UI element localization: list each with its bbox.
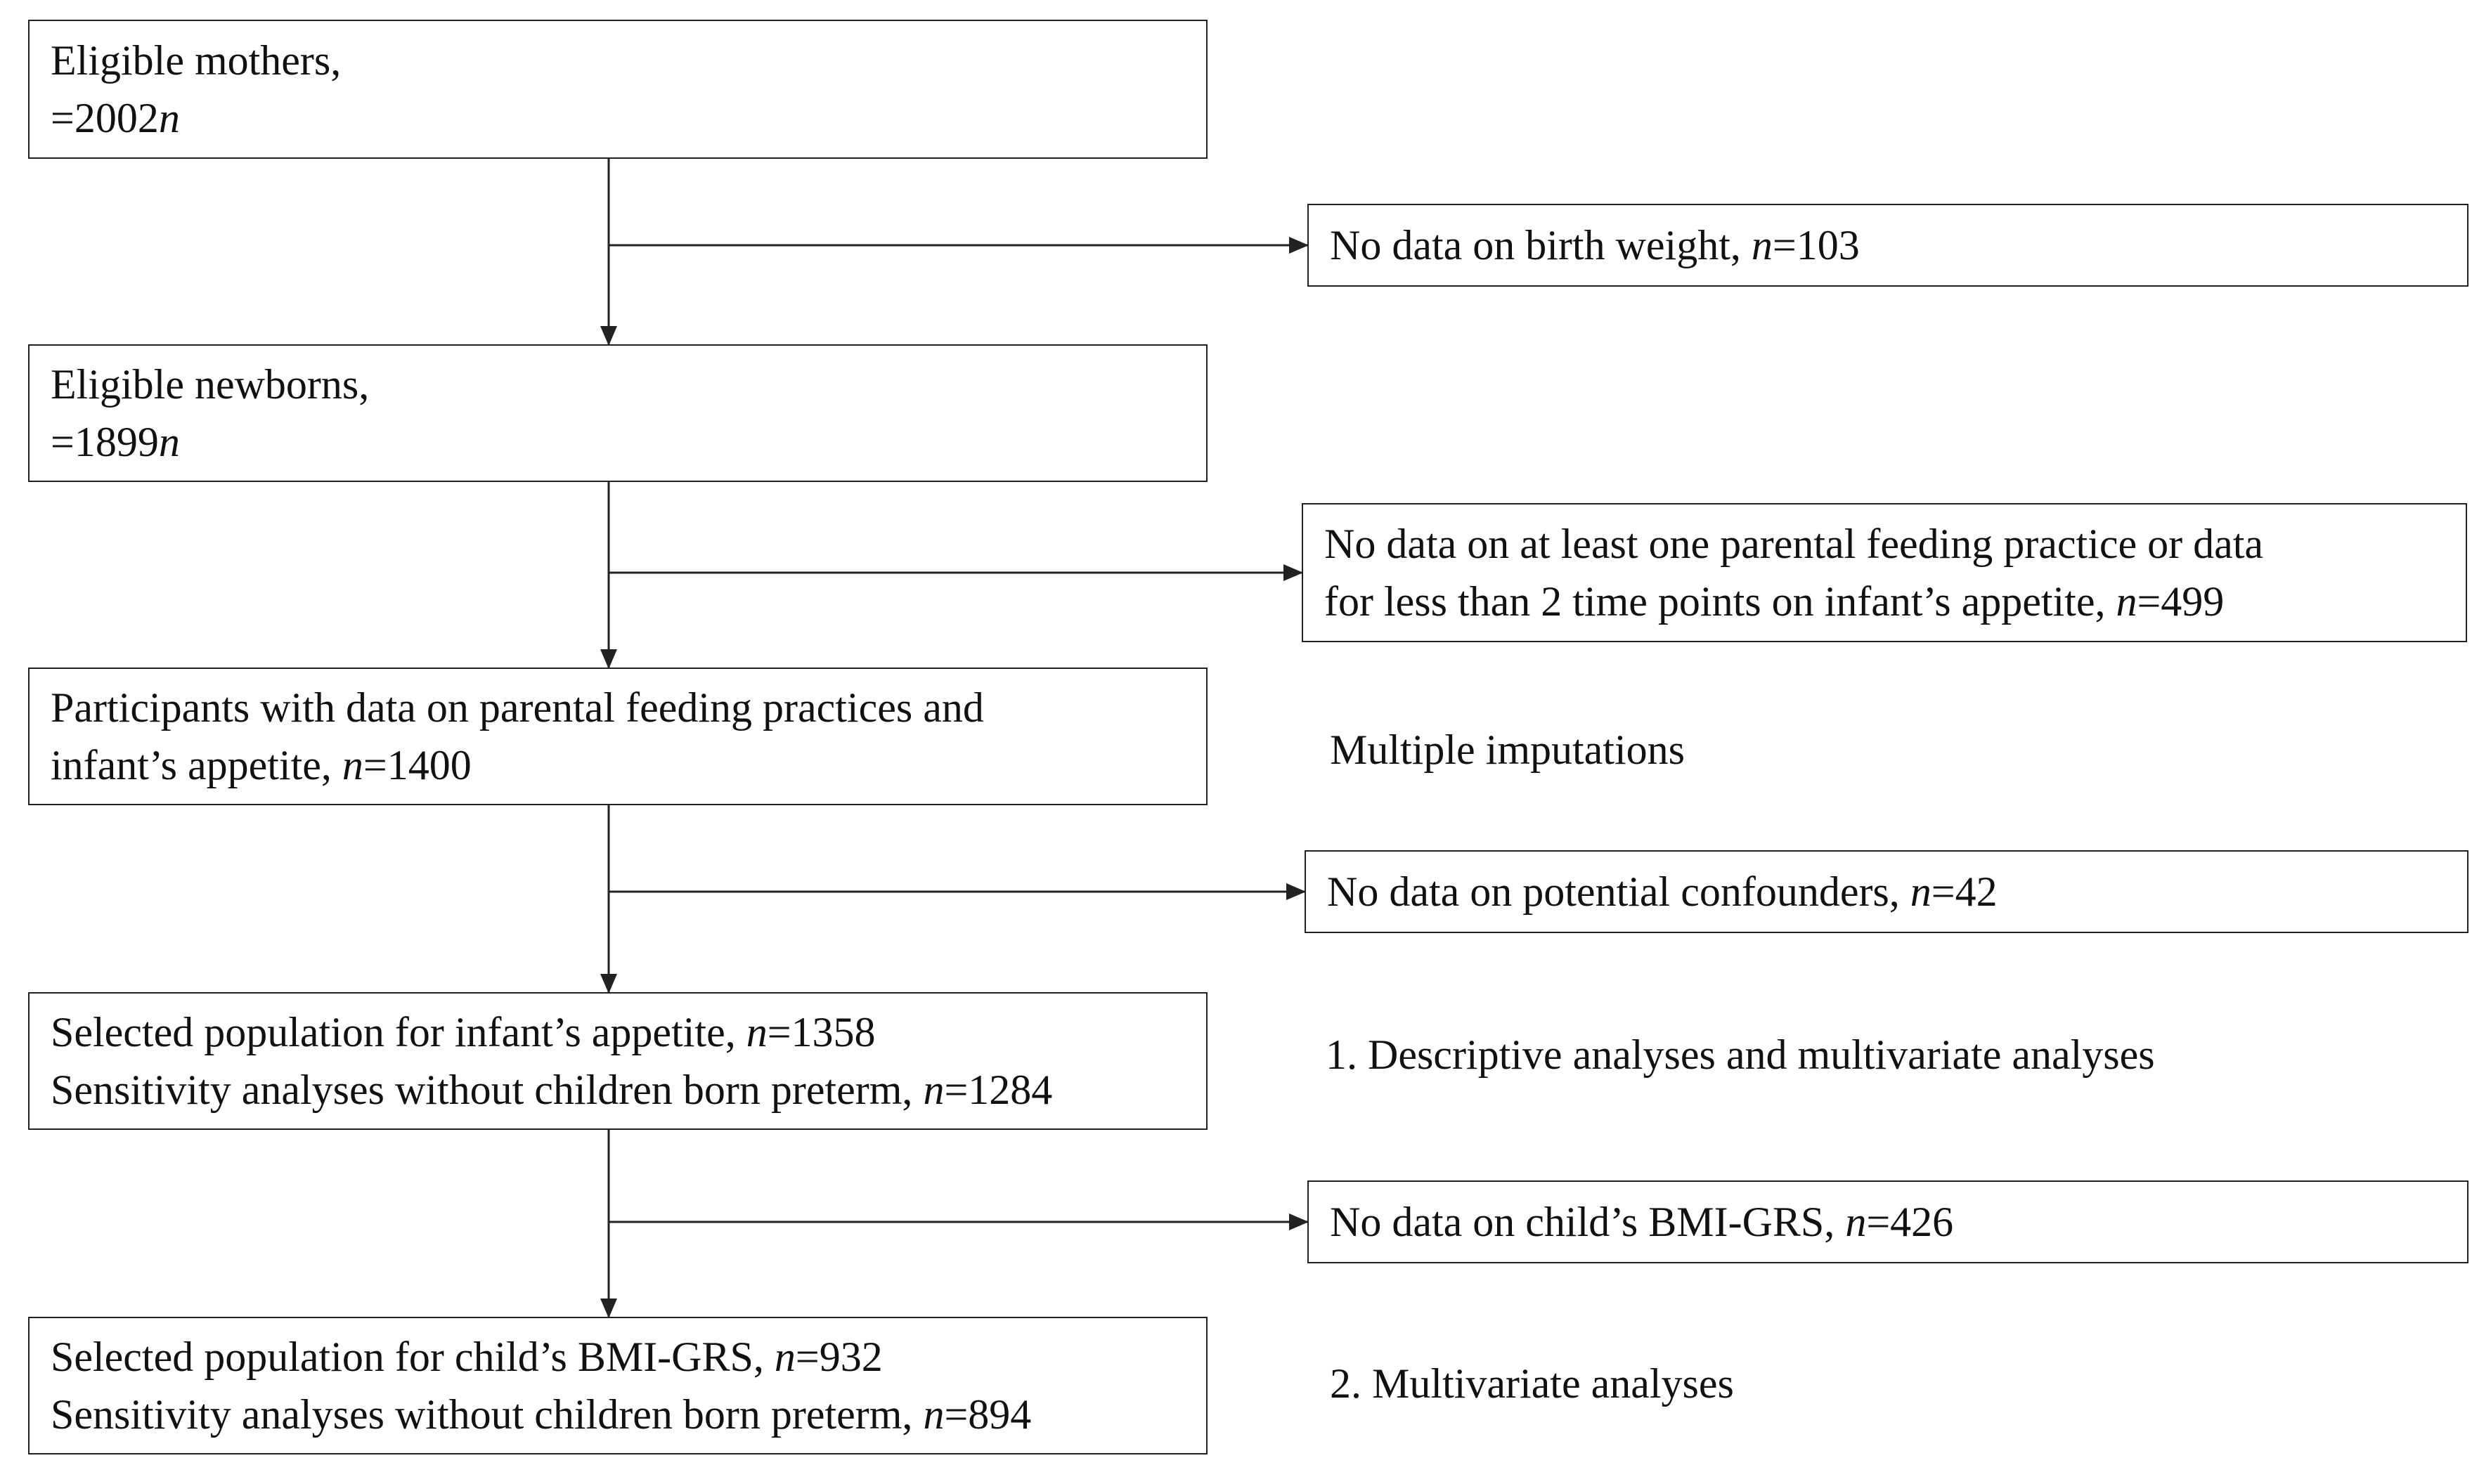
exclusion-box-1: No data on birth weight, n=103: [1307, 204, 2469, 287]
exclusion-box-3: No data on potential confounders, n=42: [1305, 850, 2469, 933]
flow-step-box-4: Selected population for infant’s appetit…: [28, 992, 1208, 1130]
text-segment: Sensitivity analyses without children bo…: [51, 1067, 924, 1113]
box-text-line: No data on potential confounders, n=42: [1327, 863, 2446, 920]
analysis-note-1: Multiple imputations: [1330, 727, 1685, 773]
box-text-line: Sensitivity analyses without children bo…: [51, 1386, 1185, 1443]
box-text-line: Sensitivity analyses without children bo…: [51, 1061, 1185, 1119]
text-segment: Eligible newborns,: [51, 361, 370, 408]
text-segment: =1400: [363, 742, 472, 788]
text-segment: =499: [2137, 578, 2225, 625]
n-symbol: n: [1845, 1199, 1867, 1245]
box-text-line: No data on at least one parental feeding…: [1324, 515, 2445, 573]
text-segment: =932: [795, 1334, 883, 1380]
n-symbol: n: [923, 1391, 945, 1438]
flow-step-box-3: Participants with data on parental feedi…: [28, 668, 1208, 805]
text-segment: =1358: [767, 1009, 876, 1055]
text-segment: =1899: [51, 419, 159, 465]
text-segment: Selected population for child’s BMI-GRS,: [51, 1334, 775, 1380]
n-symbol: n: [923, 1067, 945, 1113]
text-segment: No data on birth weight,: [1330, 222, 1752, 268]
exclusion-box-4: No data on child’s BMI-GRS, n=426: [1307, 1180, 2469, 1263]
analysis-note-3: 2. Multivariate analyses: [1330, 1360, 1734, 1407]
box-text-line: Eligible mothers,: [51, 32, 1185, 89]
text-segment: =42: [1931, 868, 1998, 915]
text-segment: Eligible mothers,: [51, 37, 342, 84]
n-symbol: n: [774, 1334, 796, 1380]
box-text-line: Selected population for child’s BMI-GRS,…: [51, 1328, 1185, 1386]
n-symbol: n: [158, 419, 180, 465]
box-text-line: for less than 2 time points on infant’s …: [1324, 573, 2445, 630]
text-segment: Sensitivity analyses without children bo…: [51, 1391, 924, 1438]
n-symbol: n: [1910, 868, 1932, 915]
n-symbol: n: [158, 95, 180, 141]
n-symbol: n: [746, 1009, 768, 1055]
text-segment: =103: [1772, 222, 1860, 268]
box-text-line: Participants with data on parental feedi…: [51, 679, 1185, 736]
flow-step-box-1: Eligible mothers, =2002n: [28, 20, 1208, 159]
exclusion-box-2: No data on at least one parental feeding…: [1302, 503, 2467, 642]
text-segment: =1284: [944, 1067, 1053, 1113]
flow-step-box-2: Eligible newborns, =1899n: [28, 344, 1208, 482]
text-segment: =2002: [51, 95, 159, 141]
n-symbol: n: [2116, 578, 2137, 625]
box-text-line: No data on birth weight, n=103: [1330, 216, 2446, 274]
text-segment: infant’s appetite,: [51, 742, 342, 788]
analysis-note-2: 1. Descriptive analyses and multivariate…: [1326, 1031, 2155, 1078]
text-segment: =426: [1866, 1199, 1954, 1245]
n-symbol: n: [1751, 222, 1773, 268]
box-text-line: Eligible newborns,: [51, 356, 1185, 413]
box-text-line: Selected population for infant’s appetit…: [51, 1003, 1185, 1061]
text-segment: for less than 2 time points on infant’s …: [1324, 578, 2116, 625]
text-segment: Participants with data on parental feedi…: [51, 684, 984, 731]
text-segment: =894: [944, 1391, 1032, 1438]
text-segment: Selected population for infant’s appetit…: [51, 1009, 746, 1055]
box-text-line: No data on child’s BMI-GRS, n=426: [1330, 1193, 2446, 1251]
text-segment: No data on potential confounders,: [1327, 868, 1910, 915]
box-text-line: infant’s appetite, n=1400: [51, 736, 1185, 794]
flow-step-box-5: Selected population for child’s BMI-GRS,…: [28, 1317, 1208, 1454]
text-segment: No data on child’s BMI-GRS,: [1330, 1199, 1846, 1245]
box-text-line: =1899n: [51, 413, 1185, 471]
box-text-line: =2002n: [51, 89, 1185, 147]
n-symbol: n: [342, 742, 363, 788]
text-segment: No data on at least one parental feeding…: [1324, 521, 2264, 567]
